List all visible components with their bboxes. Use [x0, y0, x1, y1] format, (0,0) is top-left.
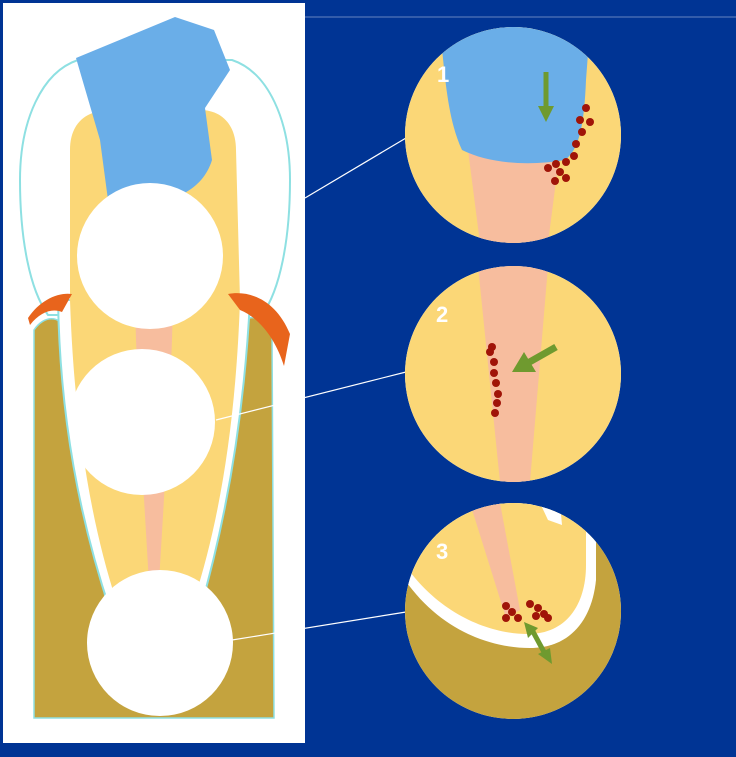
connector-line-1 — [305, 138, 406, 198]
callout-label-3: 3 — [436, 539, 448, 564]
highlight-circle-1 — [77, 183, 223, 329]
callout-2: 2 — [405, 266, 621, 482]
callout-3: 3 — [405, 503, 621, 719]
highlight-circle-3 — [87, 570, 233, 716]
callout-label-2: 2 — [436, 302, 448, 327]
callout-label-1: 1 — [437, 62, 449, 87]
tooth-illustration — [20, 17, 290, 718]
highlight-circle-2 — [69, 349, 215, 495]
callout-1: 1 — [405, 27, 621, 243]
